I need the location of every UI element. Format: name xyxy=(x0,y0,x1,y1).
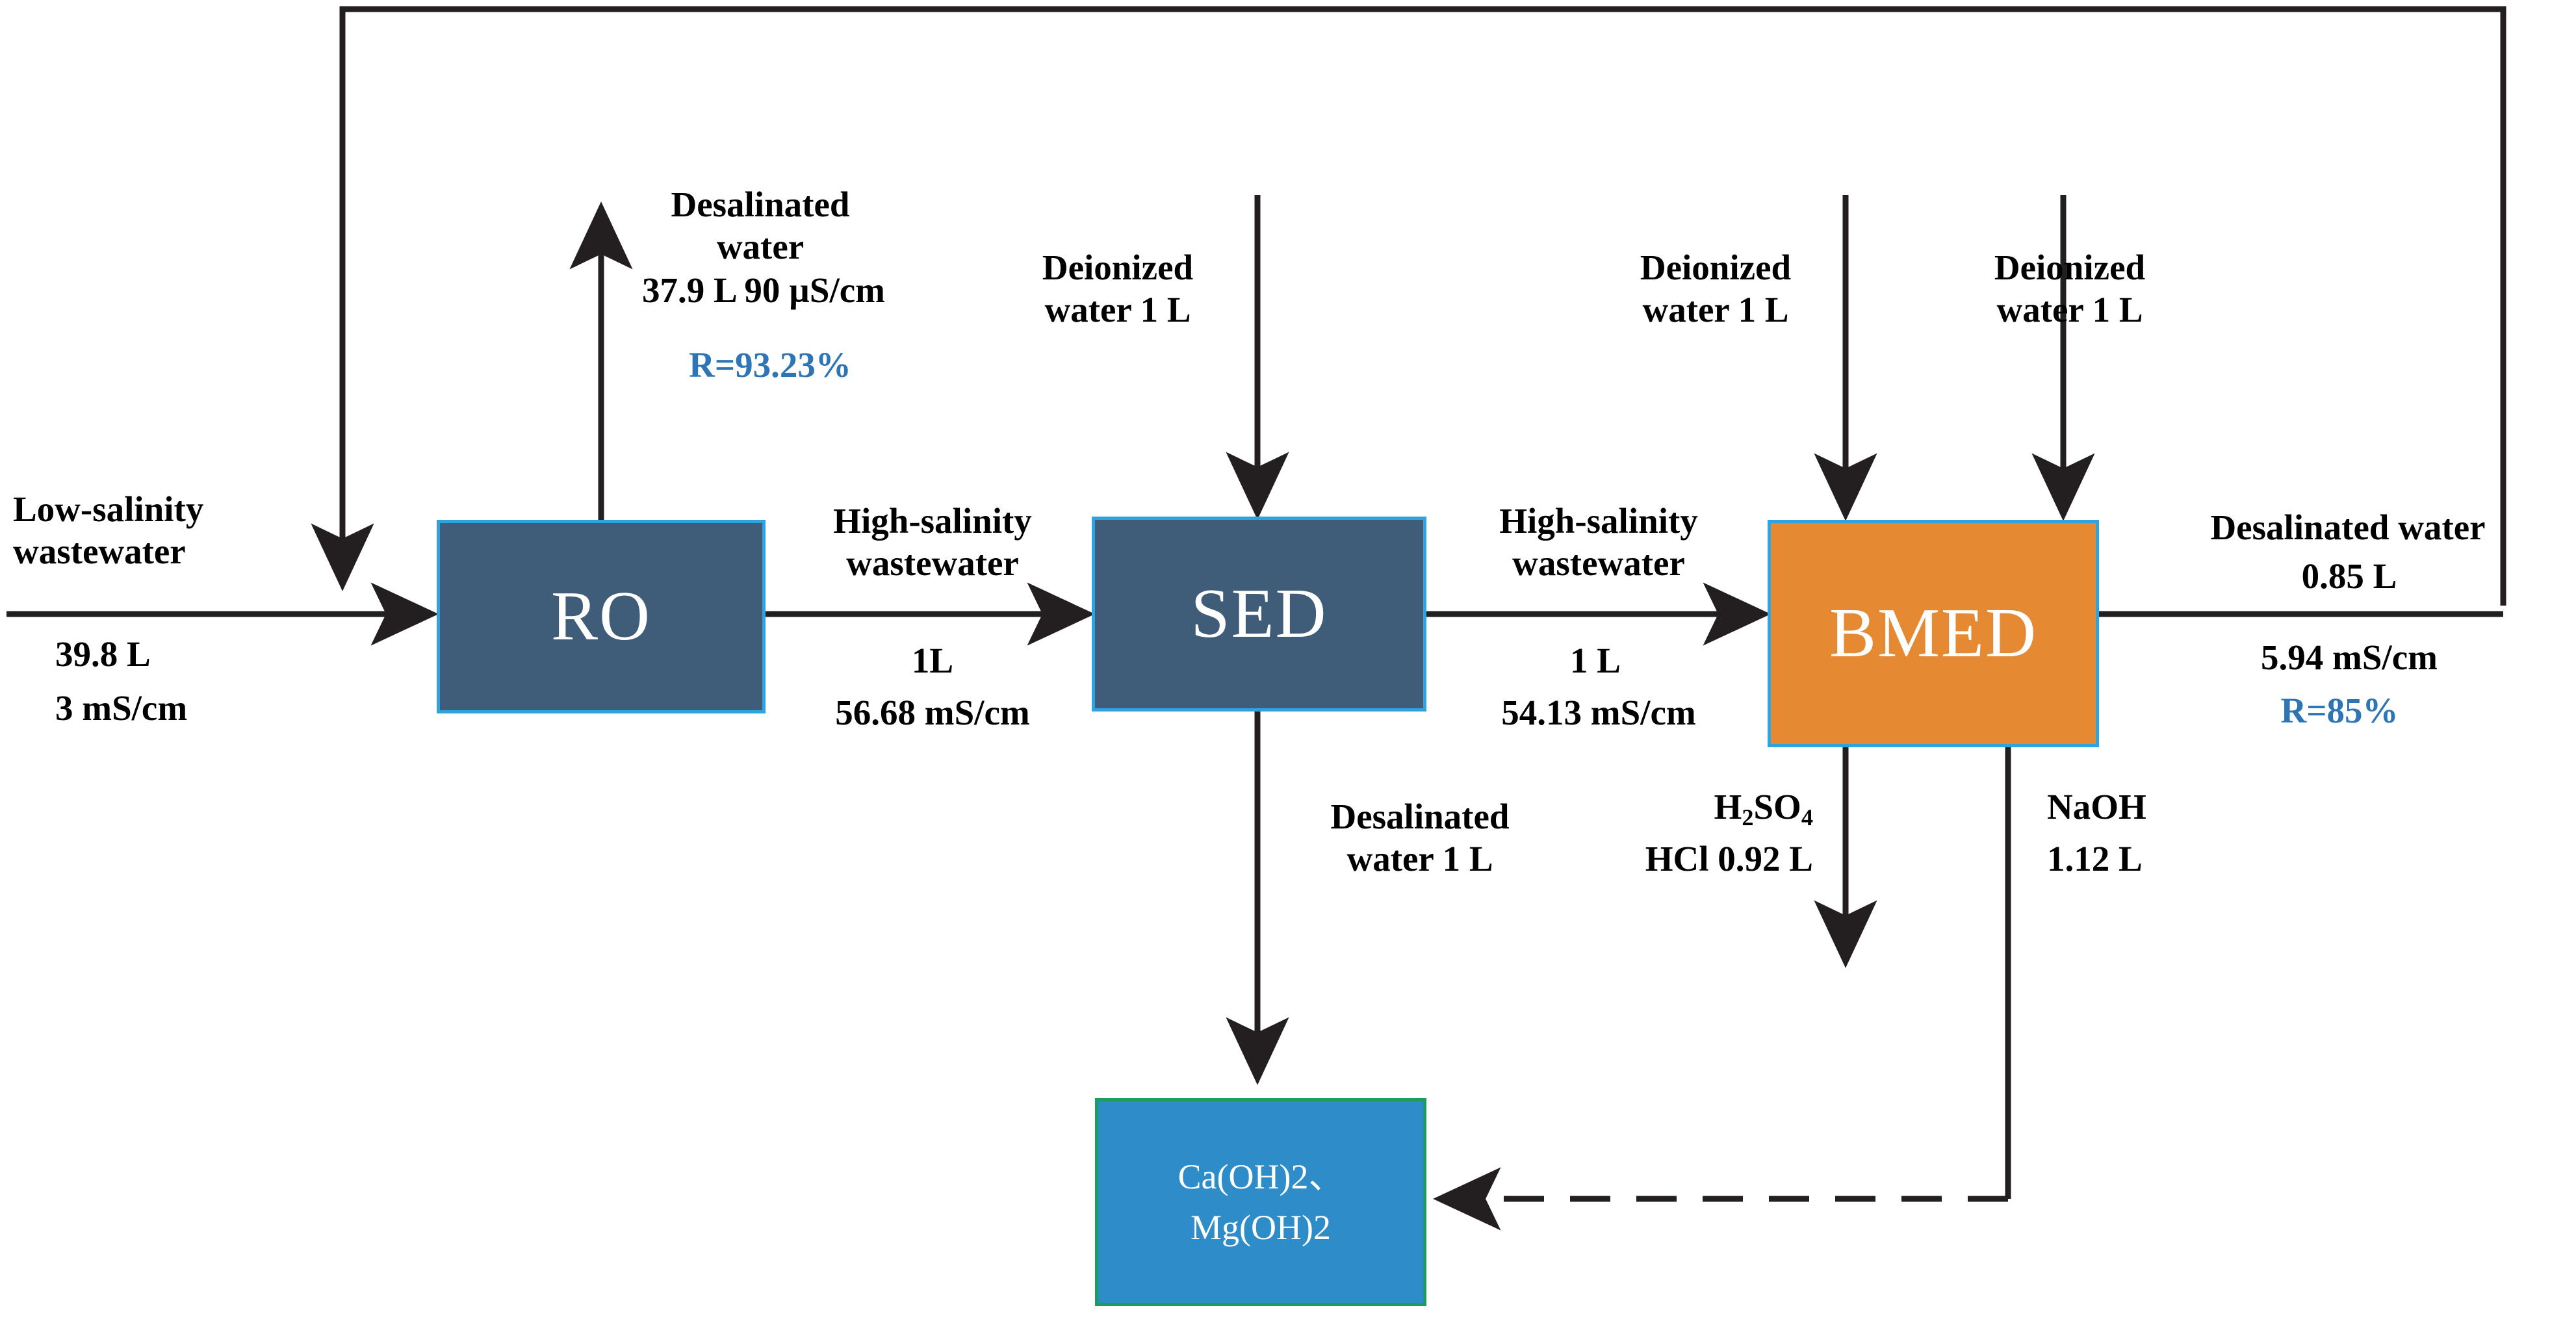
unit-bmed-label: BMED xyxy=(1829,595,2038,672)
label-ro-concentrate-name: High-salinity wastewater xyxy=(833,501,1032,583)
unit-ro-label: RO xyxy=(550,578,652,655)
label-sed-concentrate-name: High-salinity wastewater xyxy=(1499,501,1698,583)
unit-precipitate[interactable]: Ca(OH)2、 Mg(OH)2 xyxy=(1095,1098,1426,1306)
label-sed-concentrate-volume: 1 L xyxy=(1570,641,1621,680)
label-sed-concentrate-conductivity: 54.13 mS/cm xyxy=(1501,693,1696,732)
label-ro-concentrate-conductivity: 56.68 mS/cm xyxy=(835,693,1030,732)
precipitate-line-1: Ca(OH)2、 xyxy=(1178,1157,1344,1196)
unit-sed-label: SED xyxy=(1191,575,1328,652)
label-ro-permeate-value: 37.9 L 90 µS/cm xyxy=(642,270,885,310)
label-ro-concentrate-volume: 1L xyxy=(911,641,954,680)
label-bmed-deionized-feed-left: Deionized water 1 L xyxy=(1640,248,1792,329)
label-bmed-base-name: NaOH xyxy=(2047,787,2146,827)
label-ro-permeate-name: Desalinated water xyxy=(671,185,850,266)
unit-ro[interactable]: RO xyxy=(437,520,766,713)
label-sed-product: Desalinated water 1 L xyxy=(1330,797,1510,879)
precipitate-line-2: Mg(OH)2 xyxy=(1191,1208,1331,1247)
label-feed-name: Low-salinity wastewater xyxy=(13,489,204,571)
connector-bmed-product-recycle xyxy=(311,6,2506,606)
label-feed-conductivity: 3 mS/cm xyxy=(55,688,188,728)
label-feed-volume: 39.8 L xyxy=(55,634,151,674)
label-bmed-product-recovery: R=85% xyxy=(2280,691,2399,730)
unit-bmed[interactable]: BMED xyxy=(1768,520,2099,747)
label-bmed-base-volume: 1.12 L xyxy=(2047,839,2143,879)
label-bmed-product-name: Desalinated water xyxy=(2210,507,2486,547)
label-bmed-product-conductivity: 5.94 mS/cm xyxy=(2261,637,2438,677)
unit-sed[interactable]: SED xyxy=(1092,517,1426,712)
label-bmed-product-volume: 0.85 L xyxy=(2301,556,2397,596)
label-bmed-deionized-feed-right: Deionized water 1 L xyxy=(1994,248,2146,329)
label-ro-permeate-recovery: R=93.23% xyxy=(689,345,851,385)
label-bmed-acid-volume: HCl 0.92 L xyxy=(1645,839,1813,879)
label-bmed-acid-formula: H2SO4 xyxy=(1714,787,1813,831)
label-sed-deionized-feed: Deionized water 1 L xyxy=(1042,248,1194,329)
